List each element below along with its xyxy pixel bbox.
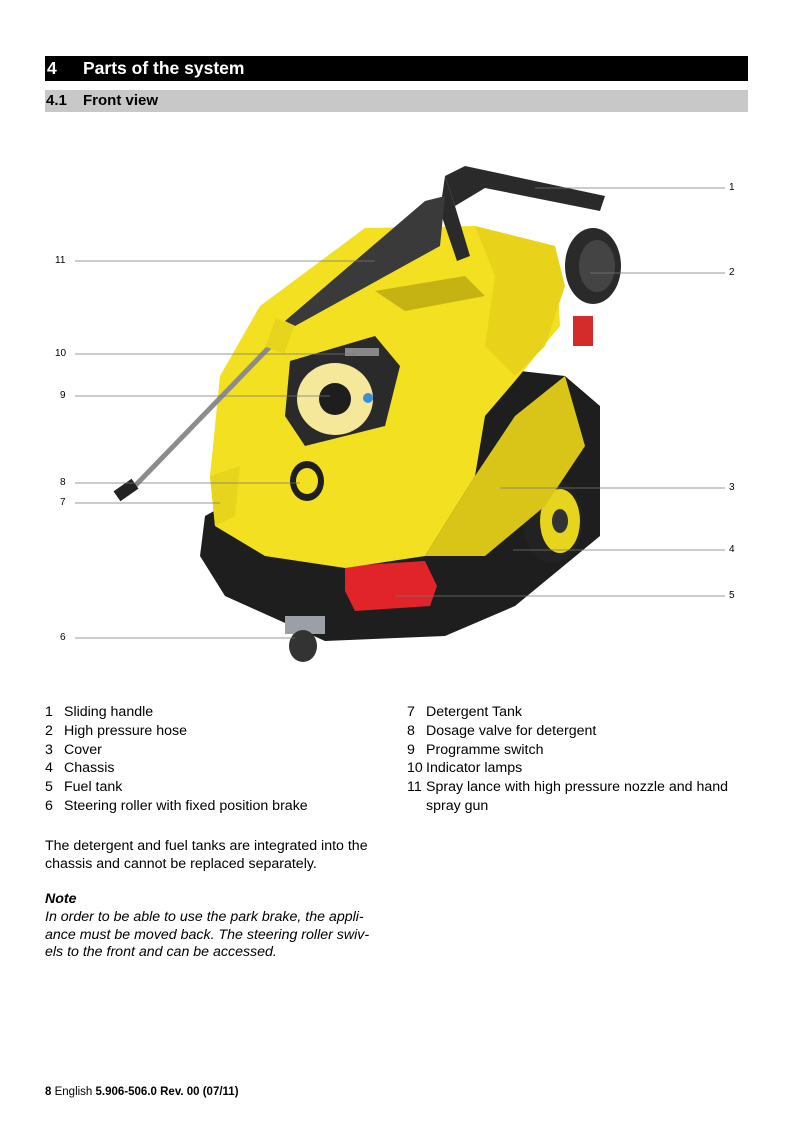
legend-number: 8 [407,722,415,741]
subsection-title: Front view [83,92,158,109]
callout-6: 6 [60,632,66,644]
note-title: Note [45,891,390,909]
note-body: In order to be able to use the park brak… [45,909,385,962]
legend-number: 7 [407,703,415,722]
callout-9: 9 [60,390,66,402]
subsection-number: 4.1 [46,92,67,109]
footer-language: English [55,1086,93,1098]
legend-text: Chassis [45,759,385,778]
section-header: 4 Parts of the system [45,56,748,81]
legend-number: 6 [45,797,53,816]
legend-number: 10 [407,759,423,778]
legend-text: High pressure hose [45,722,385,741]
subsection-header: 4.1 Front view [45,90,748,112]
legend-text: Dosage valve for detergent [407,722,752,741]
callout-1: 1 [729,182,735,194]
legend-text: Steering roller with fixed position brak… [45,797,385,816]
callout-11: 11 [55,255,65,267]
legend-text: Programme switch [407,741,752,760]
callout-2: 2 [729,267,735,279]
doc-reference: 5.906-506.0 Rev. 00 (07/11) [96,1086,239,1098]
section-title: Parts of the system [83,58,244,79]
callout-8: 8 [60,477,66,489]
callout-10: 10 [55,348,66,360]
callout-3: 3 [729,482,735,494]
legend-number: 5 [45,778,53,797]
legend-text: Spray lance with high pressure nozzle an… [407,778,752,816]
legend-number: 1 [45,703,53,722]
legend-text: Fuel tank [45,778,385,797]
page-footer: 8 English 5.906-506.0 Rev. 00 (07/11) [45,1086,239,1098]
legend-text: Sliding handle [45,703,385,722]
callout-5: 5 [729,590,735,602]
legend-text: Cover [45,741,385,760]
legend-number: 3 [45,741,53,760]
section-number: 4 [47,58,57,79]
front-view-figure: 1 2 3 4 5 6 7 8 9 10 11 [45,116,748,696]
pressure-washer-illustration [45,116,748,696]
legend-number: 9 [407,741,415,760]
legend-text: Indicator lamps [407,759,752,778]
page-number: 8 [45,1086,51,1098]
legend-number: 2 [45,722,53,741]
legend-number: 4 [45,759,53,778]
callout-7: 7 [60,497,66,509]
legend-text: Detergent Tank [407,703,752,722]
legend-number: 11 [407,778,422,797]
callout-4: 4 [729,544,735,556]
body-paragraph: The detergent and fuel tanks are integra… [45,838,390,873]
